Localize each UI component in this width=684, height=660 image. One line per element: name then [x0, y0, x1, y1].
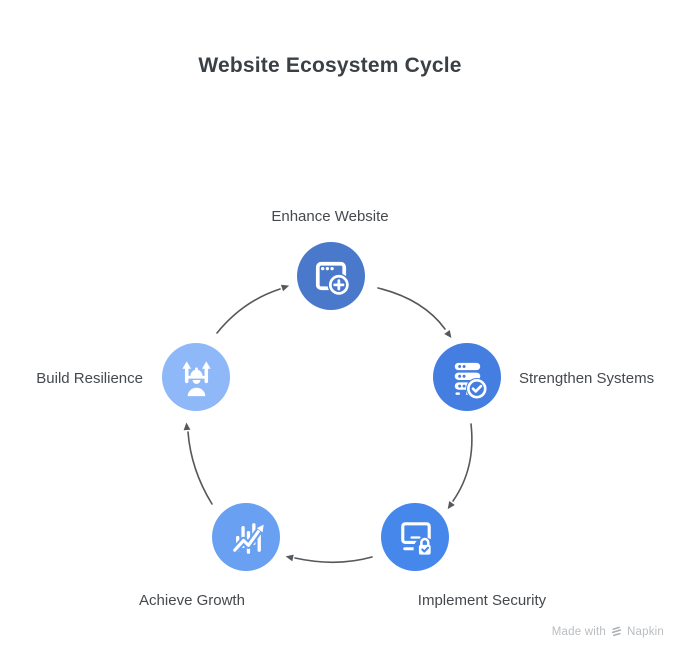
arrow-resilience-to-enhance — [216, 288, 281, 334]
resilient-person-icon — [181, 360, 211, 396]
node-circle-enhance-website[interactable] — [297, 242, 365, 310]
arrowhead-icon — [280, 284, 290, 292]
arrowhead-icon — [285, 554, 294, 562]
watermark: Made with Napkin — [552, 625, 664, 638]
node-circle-achieve-growth[interactable] — [212, 503, 280, 571]
arrowhead-icon — [183, 422, 191, 431]
node-label-enhance-website: Enhance Website — [271, 208, 389, 225]
node-label-strengthen-systems: Strengthen Systems — [519, 370, 655, 387]
browser-add-icon — [315, 261, 350, 296]
node-circle-build-resilience[interactable] — [162, 343, 230, 411]
computer-lock-icon — [400, 521, 436, 560]
node-circle-implement-security[interactable] — [381, 503, 449, 571]
growth-chart-icon — [230, 522, 264, 554]
napkin-logo-icon — [611, 626, 622, 637]
arrow-strengthen-to-security — [452, 423, 473, 502]
node-label-achieve-growth: Achieve Growth — [139, 592, 245, 609]
arrow-growth-to-resilience — [187, 431, 213, 505]
node-circle-strengthen-systems[interactable] — [433, 343, 501, 411]
arrowhead-icon — [444, 329, 452, 339]
arrow-enhance-to-strengthen — [377, 287, 446, 330]
watermark-brand: Napkin — [627, 625, 664, 638]
diagram-title: Website Ecosystem Cycle — [198, 54, 462, 77]
watermark-prefix: Made with — [551, 625, 606, 638]
arrowhead-icon — [447, 501, 455, 510]
node-label-build-resilience: Build Resilience — [36, 370, 143, 387]
node-label-implement-security: Implement Security — [417, 592, 547, 609]
arrow-security-to-growth — [294, 556, 373, 564]
server-check-icon — [454, 362, 488, 400]
